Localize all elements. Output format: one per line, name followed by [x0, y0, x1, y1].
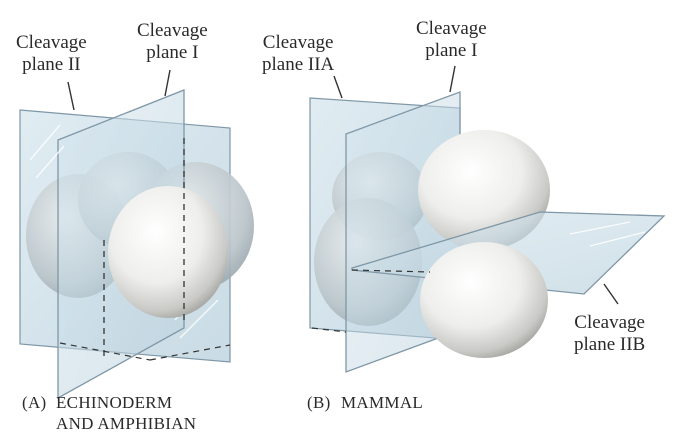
panel-a-label-plane-i: Cleavage plane I — [137, 20, 208, 64]
panel-b-caption-line1: MAMMAL — [341, 393, 423, 412]
panel-b-caption-letter: (B) — [307, 392, 341, 413]
panel-b-label-plane-i-line2: plane I — [416, 40, 487, 62]
panel-b-label-plane-i-line1: Cleavage — [416, 18, 487, 40]
panel-b-label-plane-iia: Cleavage plane IIA — [262, 32, 334, 76]
panel-b-label-plane-iib-line1: Cleavage — [574, 312, 645, 334]
panel-a-caption-line1: ECHINODERM — [56, 393, 172, 412]
panel-a-caption-line2: AND AMPHIBIAN — [56, 414, 196, 433]
panel-a-caption: (A)ECHINODERM AND AMPHIBIAN — [22, 392, 196, 434]
panel-a-caption-letter: (A) — [22, 392, 56, 413]
panel-b-leader-plane-iib — [604, 284, 618, 304]
panel-a-label-plane-i-line2: plane I — [137, 42, 208, 64]
panel-b-label-plane-iib-line2: plane IIB — [574, 334, 645, 356]
panel-b-leader-plane-iia — [334, 76, 342, 98]
panel-b-label-plane-i: Cleavage plane I — [416, 18, 487, 62]
panel-a-illustration — [20, 70, 254, 398]
panel-a-leader-plane-i — [165, 70, 170, 96]
panel-a-label-plane-ii-line1: Cleavage — [16, 32, 87, 54]
panel-b-caption: (B)MAMMAL — [307, 392, 423, 413]
panel-a-label-plane-i-line1: Cleavage — [137, 20, 208, 42]
panel-a-label-plane-ii-line2: plane II — [16, 54, 87, 76]
panel-b-label-plane-iib: Cleavage plane IIB — [574, 312, 645, 356]
panel-b-label-plane-iia-line2: plane IIA — [262, 54, 334, 76]
panel-b-label-plane-iia-line1: Cleavage — [262, 32, 334, 54]
panel-a-label-plane-ii: Cleavage plane II — [16, 32, 87, 76]
panel-b-leader-plane-i — [450, 66, 455, 92]
panel-b-cell-front-lower — [420, 242, 548, 358]
panel-a-leader-plane-ii — [68, 82, 74, 110]
panel-a-cell-front — [108, 186, 228, 318]
